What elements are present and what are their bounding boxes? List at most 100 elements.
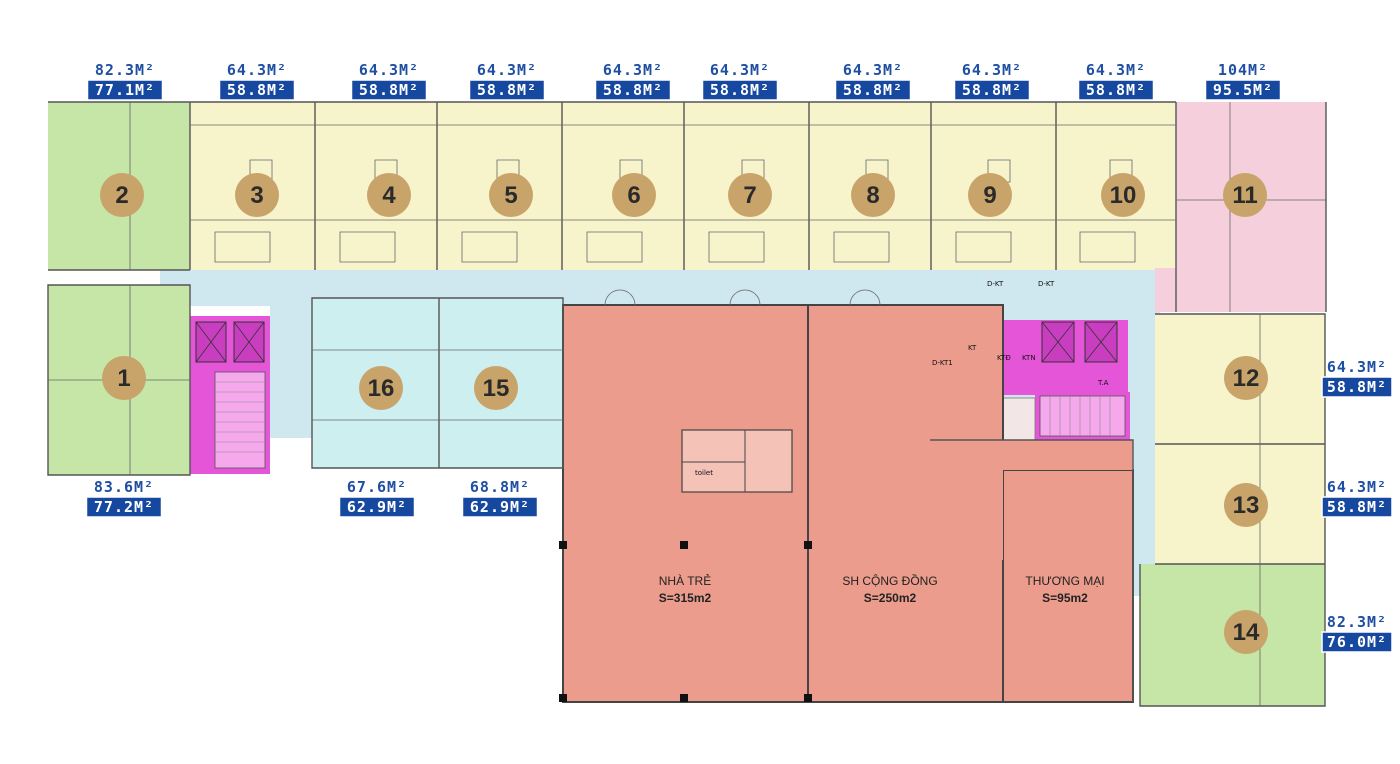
unit-net-area-box-13 [1321,496,1393,518]
unit-net-area-box-8 [834,79,912,101]
unit-number-9: 9 [983,182,996,209]
tag-toilet: toilet [695,469,713,477]
tag-ktd: KTĐ [997,354,1011,362]
tag-dkt-b: D-KT [1038,280,1055,288]
unit-number-16: 16 [368,375,395,402]
unit-net-area-box-11 [1204,79,1282,101]
unit-badge-6 [612,173,656,217]
unit-number-7: 7 [743,182,756,209]
unit-net-area-4: 58.8M² [359,81,419,99]
unit-net-area-box-6 [594,79,672,101]
unit-total-area-16: 67.6M² [347,478,407,496]
unit-net-area-11: 95.5M² [1213,81,1273,99]
unit-badge-9 [968,173,1012,217]
unit-badge-16 [359,366,403,410]
unit-net-area-box-3 [218,79,296,101]
unit-net-area-2: 77.1M² [95,81,155,99]
unit-net-area-14: 76.0M² [1327,633,1387,651]
unit-total-area-4: 64.3M² [359,61,419,79]
zone-commerce-area: S=95m2 [1042,591,1088,605]
unit-net-area-box-12 [1321,376,1393,398]
unit-total-area-6: 64.3M² [603,61,663,79]
unit-net-area-7: 58.8M² [710,81,770,99]
unit-total-area-7: 64.3M² [710,61,770,79]
unit-badge-11 [1223,173,1267,217]
unit-total-area-15: 68.8M² [470,478,530,496]
unit-net-area-box-10 [1077,79,1155,101]
unit-net-area-box-9 [953,79,1031,101]
unit-badge-4 [367,173,411,217]
unit-net-area-box-14 [1321,631,1393,653]
unit-area-labels: 82.3M² 77.1M² 64.3M² 58.8M² 64.3M² 58.8M² 64.3… [85,61,1393,653]
unit-number-14: 14 [1233,619,1260,646]
unit-net-area-6: 58.8M² [603,81,663,99]
unit-net-area-box-16 [338,496,416,518]
unit-badge-10 [1101,173,1145,217]
unit-net-area-16: 62.9M² [347,498,407,516]
tag-dkt-a: D-KT [987,280,1004,288]
unit-net-area-5: 58.8M² [477,81,537,99]
zone-community-area: S=250m2 [864,591,917,605]
unit-badge-2 [100,173,144,217]
unit-badge-12 [1224,356,1268,400]
unit-badge-15 [474,366,518,410]
unit-net-area-box-15 [461,496,539,518]
unit-net-area-10: 58.8M² [1086,81,1146,99]
unit-badge-7 [728,173,772,217]
unit-total-area-3: 64.3M² [227,61,287,79]
unit-number-12: 12 [1233,365,1260,392]
unit-number-1: 1 [117,365,130,392]
tag-dkt1: D-KT1 [932,359,953,367]
unit-badge-3 [235,173,279,217]
unit-total-area-14: 82.3M² [1327,613,1387,631]
zone-nursery-name: NHÀ TRẺ [659,573,711,588]
unit-number-5: 5 [504,182,517,209]
unit-total-area-11: 104M² [1218,61,1268,79]
unit-net-area-box-5 [468,79,546,101]
unit-total-area-10: 64.3M² [1086,61,1146,79]
unit-badge-14 [1224,610,1268,654]
unit-number-10: 10 [1110,182,1137,209]
unit-badge-1 [102,356,146,400]
zone-labels: NHÀ TRẺ S=315m2 SH CỘNG ĐỒNG S=250m2 THƯ… [659,573,1105,605]
zone-nursery-area: S=315m2 [659,591,712,605]
unit-net-area-box-1 [85,496,163,518]
unit-net-area-8: 58.8M² [843,81,903,99]
unit-net-area-9: 58.8M² [962,81,1022,99]
commercial-zones [559,289,1134,703]
unit-net-area-box-7 [701,79,779,101]
unit-number-15: 15 [483,375,510,402]
unit-total-area-9: 64.3M² [962,61,1022,79]
unit-badge-8 [851,173,895,217]
tag-ktn: KTN [1022,354,1036,362]
unit-number-4: 4 [382,182,396,209]
zone-community-name: SH CỘNG ĐỒNG [842,573,937,588]
zone-commerce-name: THƯƠNG MẠI [1025,574,1104,588]
unit-badge-5 [489,173,533,217]
unit-net-area-3: 58.8M² [227,81,287,99]
unit-total-area-1: 83.6M² [94,478,154,496]
unit-total-area-5: 64.3M² [477,61,537,79]
unit-number-8: 8 [866,182,879,209]
unit-net-area-15: 62.9M² [470,498,530,516]
unit-number-13: 13 [1233,492,1260,519]
unit-net-area-1: 77.2M² [94,498,154,516]
unit-total-area-13: 64.3M² [1327,478,1387,496]
unit-net-area-12: 58.8M² [1327,378,1387,396]
unit-badge-13 [1224,483,1268,527]
unit-net-area-box-2 [86,79,164,101]
unit-net-area-box-4 [350,79,428,101]
unit-total-area-12: 64.3M² [1327,358,1387,376]
room-tags: KT KTĐ KTN D-KT1 D-KT D-KT T.A toilet [695,280,1109,477]
tag-kt: KT [968,344,977,352]
unit-total-area-2: 82.3M² [95,61,155,79]
zone-nursery [562,304,809,703]
unit-number-11: 11 [1232,182,1257,209]
unit-number-3: 3 [250,182,263,209]
unit-net-area-13: 58.8M² [1327,498,1387,516]
unit-number-2: 2 [115,182,128,209]
tag-ta: T.A [1097,379,1109,387]
unit-total-area-8: 64.3M² [843,61,903,79]
